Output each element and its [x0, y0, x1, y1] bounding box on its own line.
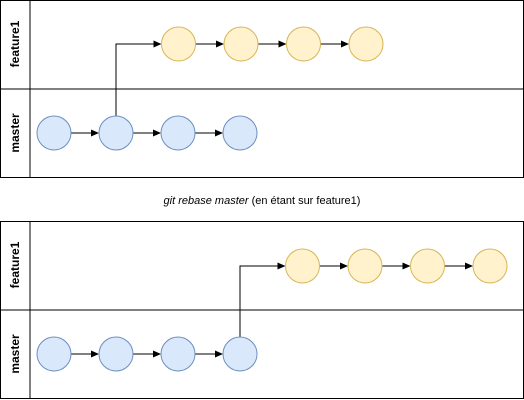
after-panel: feature1 master [0, 221, 524, 399]
after-feature1-commit-1 [285, 248, 320, 284]
after-master-commit-1 [36, 336, 72, 372]
before-feature1-lane-label: feature1 [8, 20, 22, 67]
before-master-commit-2 [98, 115, 134, 151]
after-feature1-lane-label: feature1 [8, 241, 22, 288]
before-edges [71, 40, 349, 137]
rebase-note: (en étant sur feature1) [249, 195, 361, 207]
before-master-commit-1 [36, 115, 72, 151]
after-master-commit-2 [98, 336, 134, 372]
rebase-caption: git rebase master (en étant sur feature1… [164, 195, 361, 207]
after-master-commit-4 [222, 336, 258, 372]
before-master-commit-3 [160, 115, 196, 151]
before-commits [36, 26, 384, 151]
before-feature1-commit-4 [348, 26, 384, 62]
before-master-lane-label: master [8, 113, 22, 153]
before-branch-connector [115, 40, 162, 116]
after-branch-connector [239, 262, 286, 337]
before-feature1-commit-1 [161, 26, 196, 62]
before-feature1-commit-2 [223, 26, 259, 62]
after-feature1-commit-4 [472, 248, 508, 284]
before-feature1-commit-3 [286, 26, 321, 62]
before-panel: feature1 master [0, 0, 524, 178]
after-feature1-commit-2 [347, 248, 383, 284]
after-edges [71, 262, 473, 358]
before-master-commit-4 [222, 115, 258, 151]
after-master-lane-label: master [8, 334, 22, 374]
after-commits [36, 248, 508, 372]
after-master-commit-3 [160, 336, 196, 372]
after-feature1-commit-3 [410, 248, 445, 284]
rebase-command: git rebase master [164, 195, 250, 207]
